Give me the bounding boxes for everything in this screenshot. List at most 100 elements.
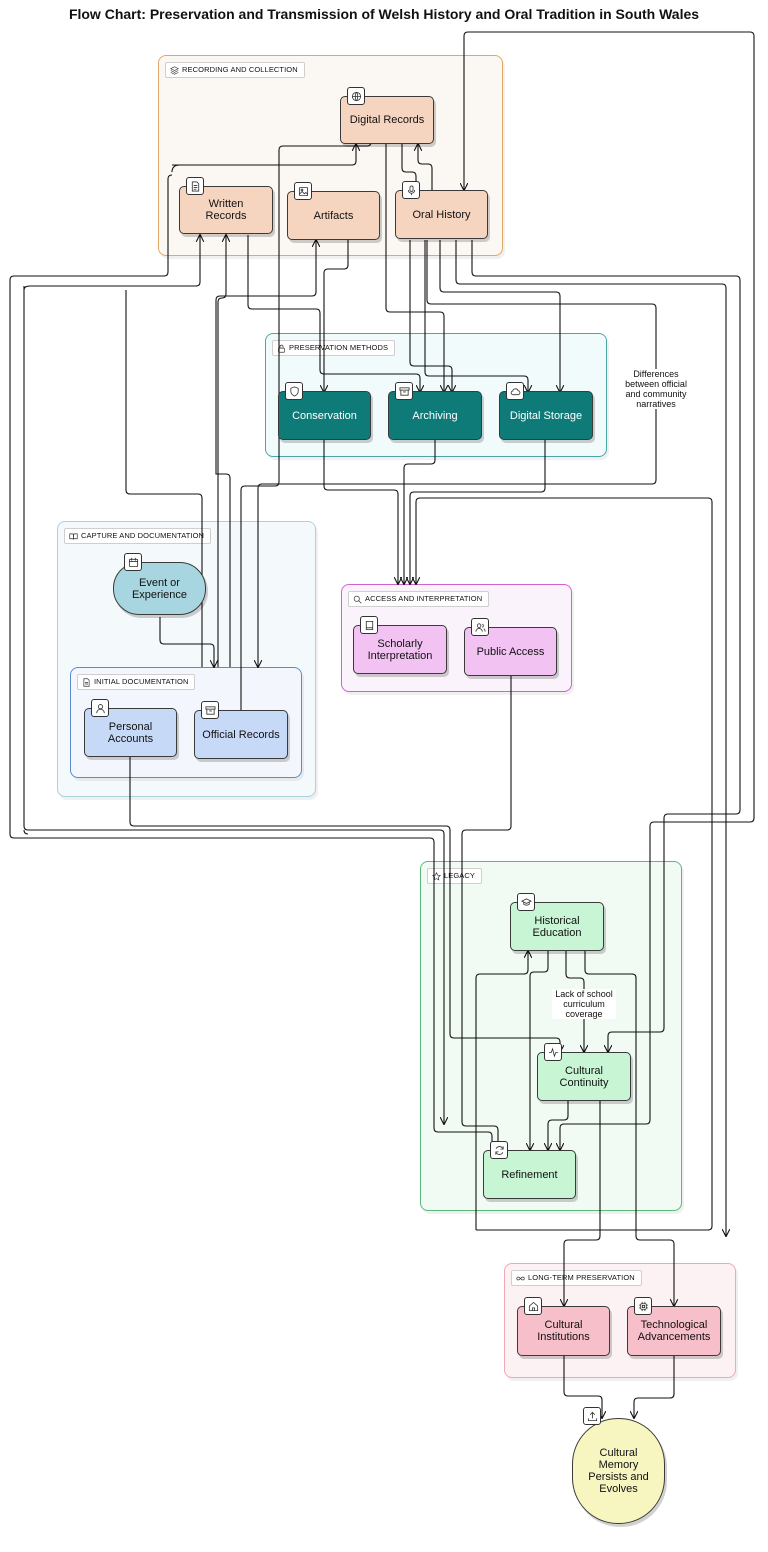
node-label: Personal Accounts [107,720,154,745]
edge-public-refinement [461,676,512,1150]
node-written-records[interactable]: Written Records [179,177,273,234]
node-cultural-continuity[interactable]: Cultural Continuity [537,1043,631,1101]
edge-continuity-refinement-1 [548,1101,569,1150]
group-label-legacy: LEGACY [427,868,483,884]
node-label: Digital Records [349,114,425,126]
chart-title: Flow Chart: Preservation and Transmissio… [68,6,700,22]
edge-institutions-memory [563,1356,602,1418]
node-conservation[interactable]: Conservation [278,382,371,440]
edge-personal-written [125,290,203,667]
group-label-access: ACCESS AND INTERPRETATION [348,591,490,607]
node-personal-accounts[interactable]: Personal Accounts [84,699,177,757]
shield-icon [285,382,303,400]
edge-event-documentation [159,617,214,667]
edge-left-loop-1 [9,174,493,1150]
microphone-icon [402,181,420,199]
group-label-longterm: LONG-TERM PRESERVATION [511,1270,642,1286]
edge-tech-memory [634,1356,675,1418]
node-label: Technological Advancements [637,1319,711,1343]
edge-top-loop [464,31,755,827]
edge-oral-right-2 [455,240,726,1236]
upload-icon [583,1407,601,1425]
group-label-recording: RECORDING AND COLLECTION [165,62,305,78]
file-text-icon [186,177,204,195]
node-oral-history[interactable]: Oral History [395,181,488,239]
edge-refinement-education [475,951,528,1230]
edge-continuity-refinement-2 [564,1101,601,1306]
cloud-icon [506,382,524,400]
node-archiving[interactable]: Archiving [388,382,482,440]
file-icon [83,677,90,687]
edge-oral-archiving [409,240,452,392]
user-icon [91,699,109,717]
search-icon [353,595,362,603]
node-label: Written Records [205,198,247,222]
edge-oral-storage-2 [424,240,528,392]
group-label-preservation: PRESERVATION METHODS [272,340,396,356]
edge-written-archiving [247,235,420,392]
node-label: Conservation [292,409,357,422]
node-cultural-memory[interactable]: Cultural Memory Persists and Evolves [572,1407,665,1524]
node-label: Artifacts [313,209,354,222]
edge-oral-loop [258,240,657,667]
archive-icon [395,382,413,400]
group-label-capture: CAPTURE AND DOCUMENTATION [64,528,212,544]
edge-digital-oral [401,144,416,190]
activity-icon [544,1043,562,1061]
node-label: Refinement [501,1168,558,1181]
edge-conservation-access [323,440,398,584]
book-icon [360,616,378,634]
node-label: Scholarly Interpretation [367,637,433,662]
edge-label-differences: Differences between official and communi… [620,369,692,409]
globe-icon [347,87,365,105]
node-digital-records[interactable]: Digital Records [340,87,434,144]
node-technological-advancements[interactable]: Technological Advancements [627,1297,721,1356]
edge-ring-right [23,235,200,291]
calendar-icon [124,553,142,571]
node-label: Official Records [202,728,280,741]
layers-icon [170,65,179,75]
node-scholarly-interpretation[interactable]: Scholarly Interpretation [353,616,447,674]
node-label: Oral History [412,208,471,221]
edge-archiving-access [404,440,436,584]
node-label: Historical Education [532,914,582,939]
infinity-icon [516,1276,525,1280]
image-icon [294,182,312,200]
edge-oral-digital [418,144,433,190]
edge-left-loop-3 [23,286,444,1124]
edge-left-loop-2 [171,144,356,173]
node-artifacts[interactable]: Artifacts [287,182,380,240]
node-label: Cultural Continuity [559,1064,609,1089]
edge-storage-access [410,440,546,584]
edge-edu-tech [584,951,674,1306]
node-label: Archiving [412,409,458,422]
edge-refinement-access [416,497,713,1231]
node-public-access[interactable]: Public Access [464,618,557,676]
node-label: Public Access [476,645,545,658]
edge-edu-refinement [530,951,549,1150]
node-refinement[interactable]: Refinement [483,1141,576,1199]
node-historical-education[interactable]: Historical Education [510,893,604,951]
edge-doc-written [217,235,226,667]
home-icon [524,1297,542,1315]
graduation-cap-icon [517,893,535,911]
node-cultural-institutions[interactable]: Cultural Institutions [517,1297,610,1356]
node-label: Digital Storage [509,409,583,422]
node-label: Cultural Institutions [537,1319,590,1343]
edge-artifacts-conservation [324,240,349,392]
edge-personal-continuity [129,757,560,1052]
edge-right-loop-oral [560,826,651,1150]
edge-oral-storage [439,240,560,392]
edge-doc-artifacts [215,240,316,667]
node-digital-storage[interactable]: Digital Storage [499,382,593,440]
node-label: Cultural Memory Persists and Evolves [588,1447,649,1495]
edge-oral-right-continuity [471,240,741,1052]
node-event[interactable]: Event or Experience [113,553,206,615]
cpu-icon [634,1297,652,1315]
book-open-icon [69,533,78,540]
archive-box-icon [201,701,219,719]
group-label-initial: INITIAL DOCUMENTATION [77,674,196,690]
edge-label-curriculum: Lack of school curriculum coverage [552,989,616,1019]
node-official-records[interactable]: Official Records [194,701,288,759]
